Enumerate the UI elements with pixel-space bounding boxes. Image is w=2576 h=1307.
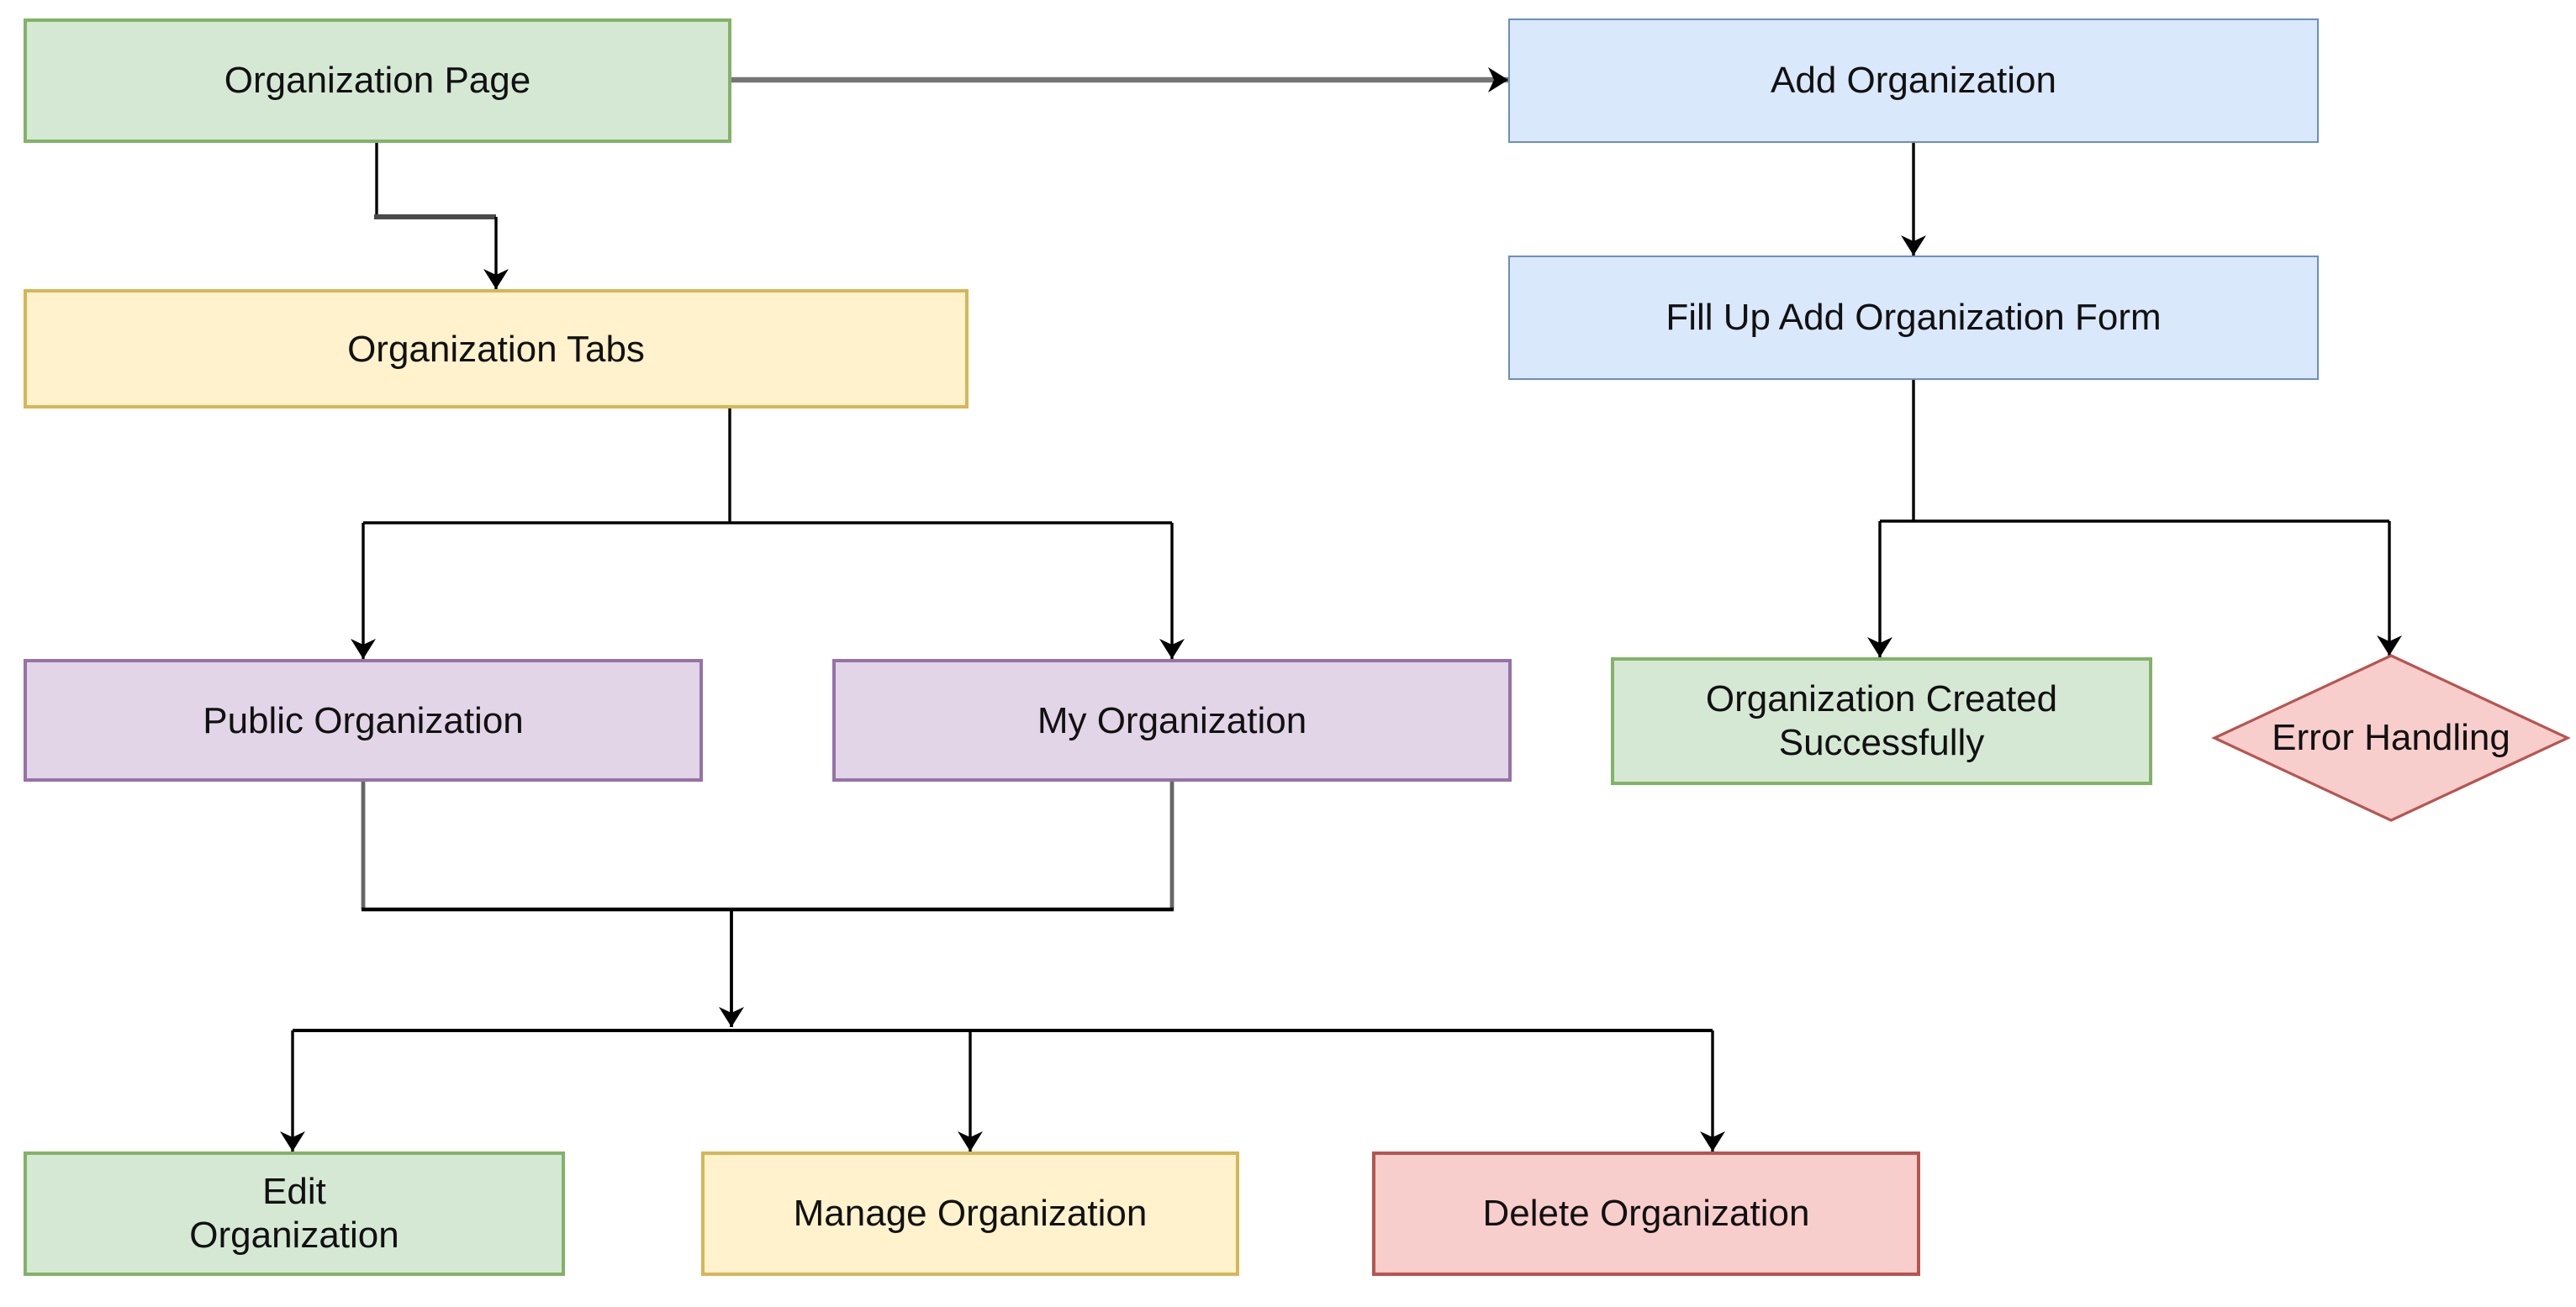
node-edit-organization: Edit Organization <box>24 1152 565 1276</box>
node-organization-created-successfully: Organization Created Successfully <box>1611 657 2152 785</box>
node-organization-tabs: Organization Tabs <box>24 289 969 408</box>
node-fill-up-add-organization-form: Fill Up Add Organization Form <box>1508 256 2319 380</box>
node-organization-page: Organization Page <box>24 18 731 143</box>
node-manage-organization: Manage Organization <box>701 1152 1239 1276</box>
node-error-handling: Error Handling <box>2272 716 2510 758</box>
node-delete-organization: Delete Organization <box>1372 1152 1920 1276</box>
node-add-organization: Add Organization <box>1508 18 2319 143</box>
node-my-organization: My Organization <box>832 659 1512 782</box>
node-public-organization: Public Organization <box>24 659 703 782</box>
error-handling-diamond-shape <box>2211 654 2571 822</box>
